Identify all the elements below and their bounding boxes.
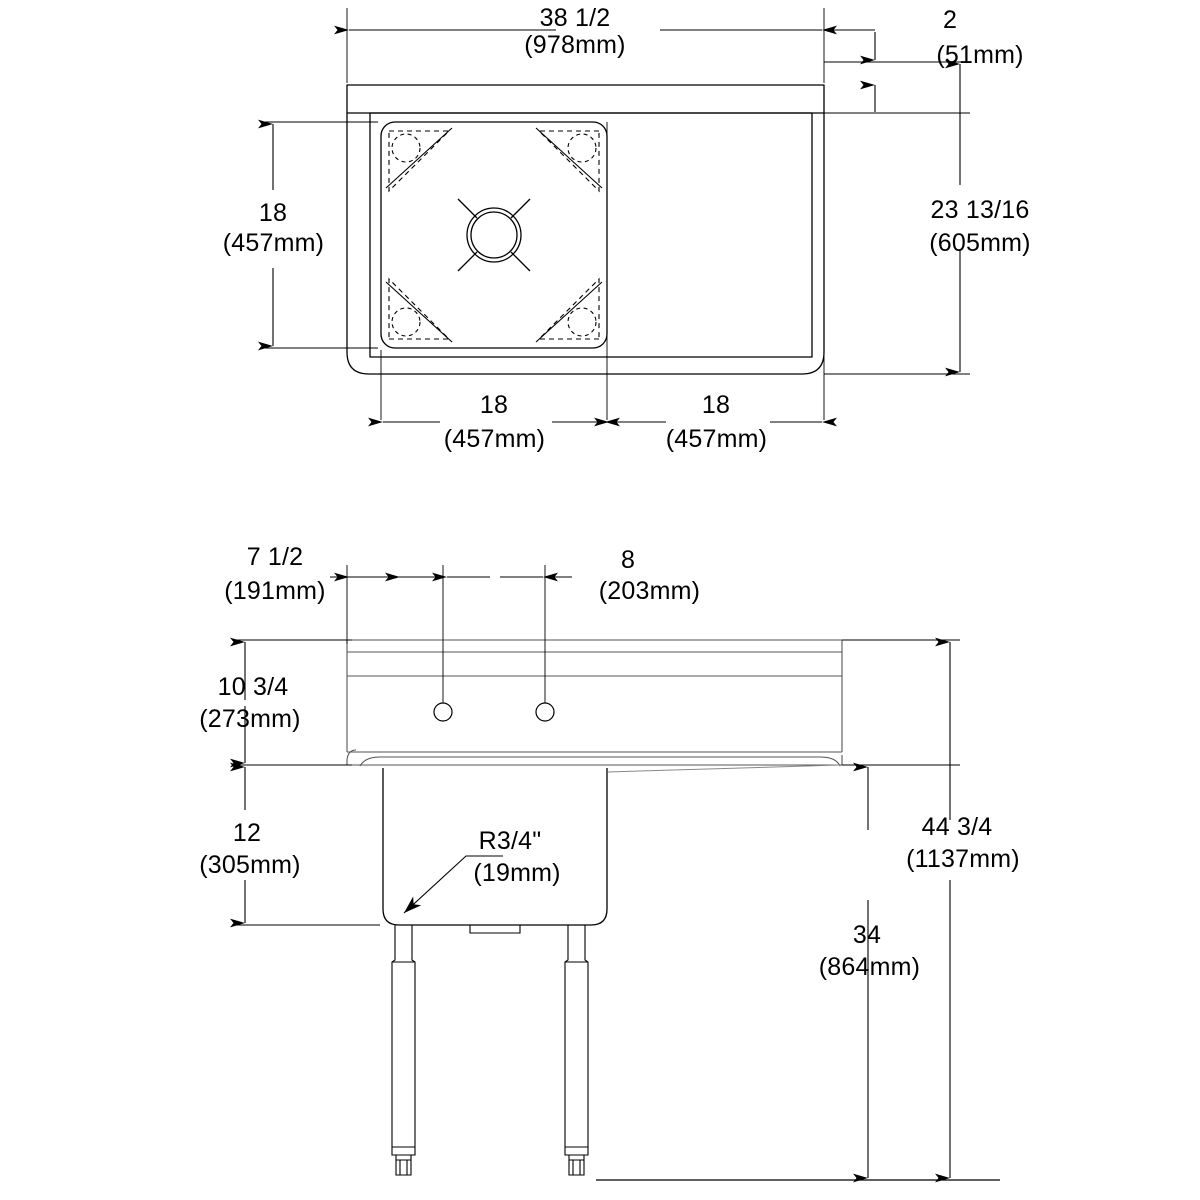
drain-inner-circle <box>470 211 518 259</box>
leg-right-foot-detail <box>569 1159 584 1175</box>
bolt-hole-bottom-left <box>391 307 421 337</box>
bolt-hole-top-left <box>391 133 421 163</box>
dim-overall-depth-metric: (605mm) <box>929 229 1031 257</box>
dim-faucet-spacing-imperial: 8 <box>620 546 636 574</box>
dim-faucet-offset-imperial: 7 1/2 <box>246 543 304 571</box>
bowl-body-outline <box>382 768 608 926</box>
drainboard-slope-line <box>607 764 841 773</box>
dim-drainboard-width-metric: (457mm) <box>665 425 768 453</box>
front-view-geometry <box>346 639 843 767</box>
faucet-hole-left <box>433 702 453 722</box>
deck-inner-outline <box>369 112 813 358</box>
dim-overall-depth-imperial: 23 13/16 <box>930 196 1030 224</box>
drain-basket-icon <box>457 198 531 272</box>
bolt-hole-top-right <box>567 133 597 163</box>
gusset-edge-bottom-left <box>385 281 453 343</box>
dim-bowl-width-metric: (457mm) <box>443 425 546 453</box>
dim-drainboard-width-imperial: 18 <box>701 391 731 419</box>
leg-right <box>564 925 589 1156</box>
top-view-extension-lines <box>265 8 970 420</box>
legs-group <box>391 925 589 1176</box>
gusset-edge-top-right <box>535 127 603 189</box>
dim-bowl-depth-metric: (305mm) <box>199 851 301 879</box>
bowl-outline <box>380 121 608 349</box>
leg-left-foot <box>395 1155 412 1176</box>
faucet-holes-group <box>433 702 555 722</box>
dim-work-height-metric: (864mm) <box>818 953 921 981</box>
radius-leader <box>403 855 503 914</box>
gusset-edge-top-left <box>385 127 453 189</box>
dim-faucet-spacing-metric: (203mm) <box>598 577 701 605</box>
dim-bowl-depth-imperial: 12 <box>232 819 262 847</box>
dim-work-height-imperial: 34 <box>852 921 882 949</box>
deck-rim-curve <box>359 756 841 767</box>
dim-overall-height-metric: (1137mm) <box>906 845 1020 873</box>
dim-backsplash-height-metric: (273mm) <box>199 705 301 733</box>
gusset-bottom-right <box>537 277 600 340</box>
faucet-hole-right <box>535 702 555 722</box>
dim-backsplash-height-imperial: 10 3/4 <box>217 673 289 701</box>
drain-spoke-sw <box>457 251 478 272</box>
dim-overall-height-imperial: 44 3/4 <box>921 813 993 841</box>
dim-rim-width-metric: (51mm) <box>936 41 1024 69</box>
gusset-bolt-holes <box>391 133 597 337</box>
leg-right-foot <box>568 1155 585 1176</box>
drain-spoke-ne <box>510 198 531 219</box>
dim-bowl-front-back-imperial: 18 <box>258 199 288 227</box>
drain-outer-circle <box>466 207 522 263</box>
gusset-bottom-left <box>388 277 451 340</box>
bowl-elevation <box>382 764 841 926</box>
top-view-geometry <box>346 84 825 375</box>
dim-rim-width-imperial: 2 <box>942 6 958 34</box>
dim-overall-width-imperial: 38 1/2 <box>539 4 611 32</box>
gusset-edges-group <box>385 127 603 343</box>
drain-outlet-stub <box>469 925 521 934</box>
leg-left-foot-detail <box>396 1159 411 1175</box>
corner-gussets-group <box>388 130 600 340</box>
drain-spoke-nw <box>457 198 478 219</box>
dim-bowl-width-imperial: 18 <box>479 391 509 419</box>
dim-corner-radius-metric: (19mm) <box>473 859 561 887</box>
leg-left <box>391 925 416 1156</box>
dim-corner-radius-imperial: R3/4" <box>478 827 542 855</box>
deck-rolled-rim <box>346 749 843 766</box>
gusset-edge-bottom-right <box>535 281 603 343</box>
dim-overall-width-metric: (978mm) <box>524 31 626 59</box>
sink-outer-outline <box>346 84 825 375</box>
dim-faucet-offset-metric: (191mm) <box>224 577 326 605</box>
dim-bowl-front-back-metric: (457mm) <box>222 229 325 257</box>
bowl-plan <box>380 121 608 349</box>
drain-stub-outline <box>469 925 521 934</box>
gusset-top-right <box>537 130 600 193</box>
drain-spoke-se <box>510 251 531 272</box>
bolt-hole-bottom-right <box>567 307 597 337</box>
gusset-top-left <box>388 130 451 193</box>
